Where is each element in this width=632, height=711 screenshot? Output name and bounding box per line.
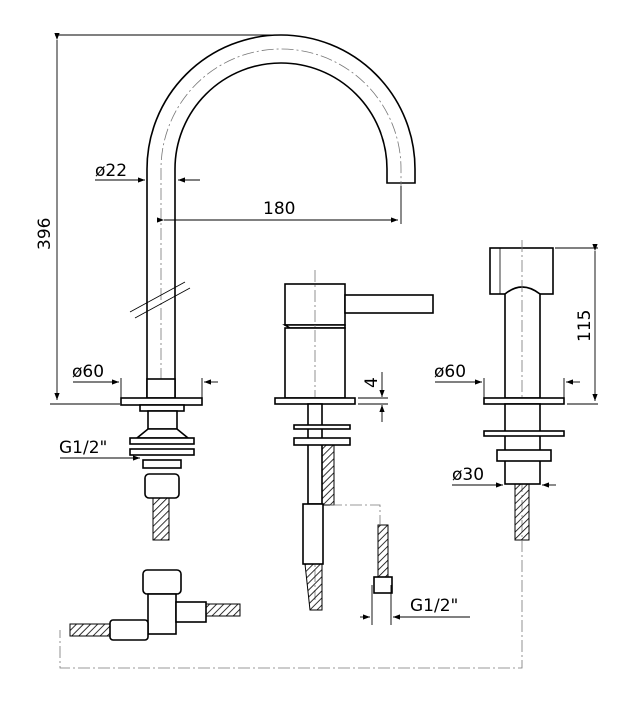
dim-height-total: 396: [35, 218, 55, 250]
dim-thread-right: G1/2": [410, 596, 458, 616]
handshower-hose: [514, 483, 530, 541]
lever-mixer: [274, 270, 434, 611]
dim-spout-reach: 180: [263, 199, 295, 219]
break-line: [129, 281, 186, 313]
dim-plate-thickness: 4: [362, 377, 382, 388]
handshower-stem: [504, 403, 541, 485]
base-plate-middle: [274, 397, 356, 405]
valve-body: [147, 593, 177, 635]
break-line: [134, 287, 191, 319]
dim-handshower-diameter: ø30: [452, 465, 484, 485]
nut: [496, 449, 552, 462]
valve-nut: [142, 569, 182, 595]
flange: [139, 404, 185, 412]
dim-thread-left: G1/2": [59, 438, 107, 458]
hose-stub: [205, 603, 241, 617]
hand-shower: [483, 240, 565, 541]
hose-nut: [144, 473, 180, 499]
dim-base-diameter-right: ø60: [434, 362, 466, 382]
spout-outer: [146, 34, 416, 398]
hose-left: [152, 497, 170, 541]
base-plate-right: [483, 397, 565, 405]
washer: [293, 424, 351, 430]
mixer-stem: [307, 403, 323, 505]
cone-nut: [134, 428, 191, 439]
spout-collar: [146, 378, 176, 399]
washer: [129, 437, 195, 445]
hose-middle-end: [304, 563, 323, 611]
spout-centerline: [160, 48, 402, 420]
mixer-lever[interactable]: [344, 294, 434, 314]
elbow-nut: [109, 619, 149, 641]
dim-base-diameter-left: ø60: [72, 362, 104, 382]
hose-middle: [321, 444, 335, 506]
hose-free: [377, 524, 389, 578]
hose-free-nut: [373, 576, 393, 594]
stem: [147, 410, 178, 430]
base-plate-left: [120, 397, 203, 406]
washer: [293, 437, 351, 446]
nut: [142, 459, 182, 469]
hose-bottom: [69, 623, 111, 637]
hose-routing-line: [59, 504, 523, 669]
handshower-holder: [504, 286, 541, 399]
dim-spout-diameter: ø22: [95, 161, 127, 181]
valve-outlet: [175, 601, 207, 623]
hose-fitting: [302, 503, 324, 565]
spout-assembly: [69, 34, 416, 641]
washer: [129, 448, 195, 456]
washer: [483, 430, 565, 437]
dim-handshower-height: 115: [575, 310, 595, 342]
dimensions: 396 ø22 180 ø60 4 G1/2" 115 ø60 ø30: [35, 32, 598, 625]
